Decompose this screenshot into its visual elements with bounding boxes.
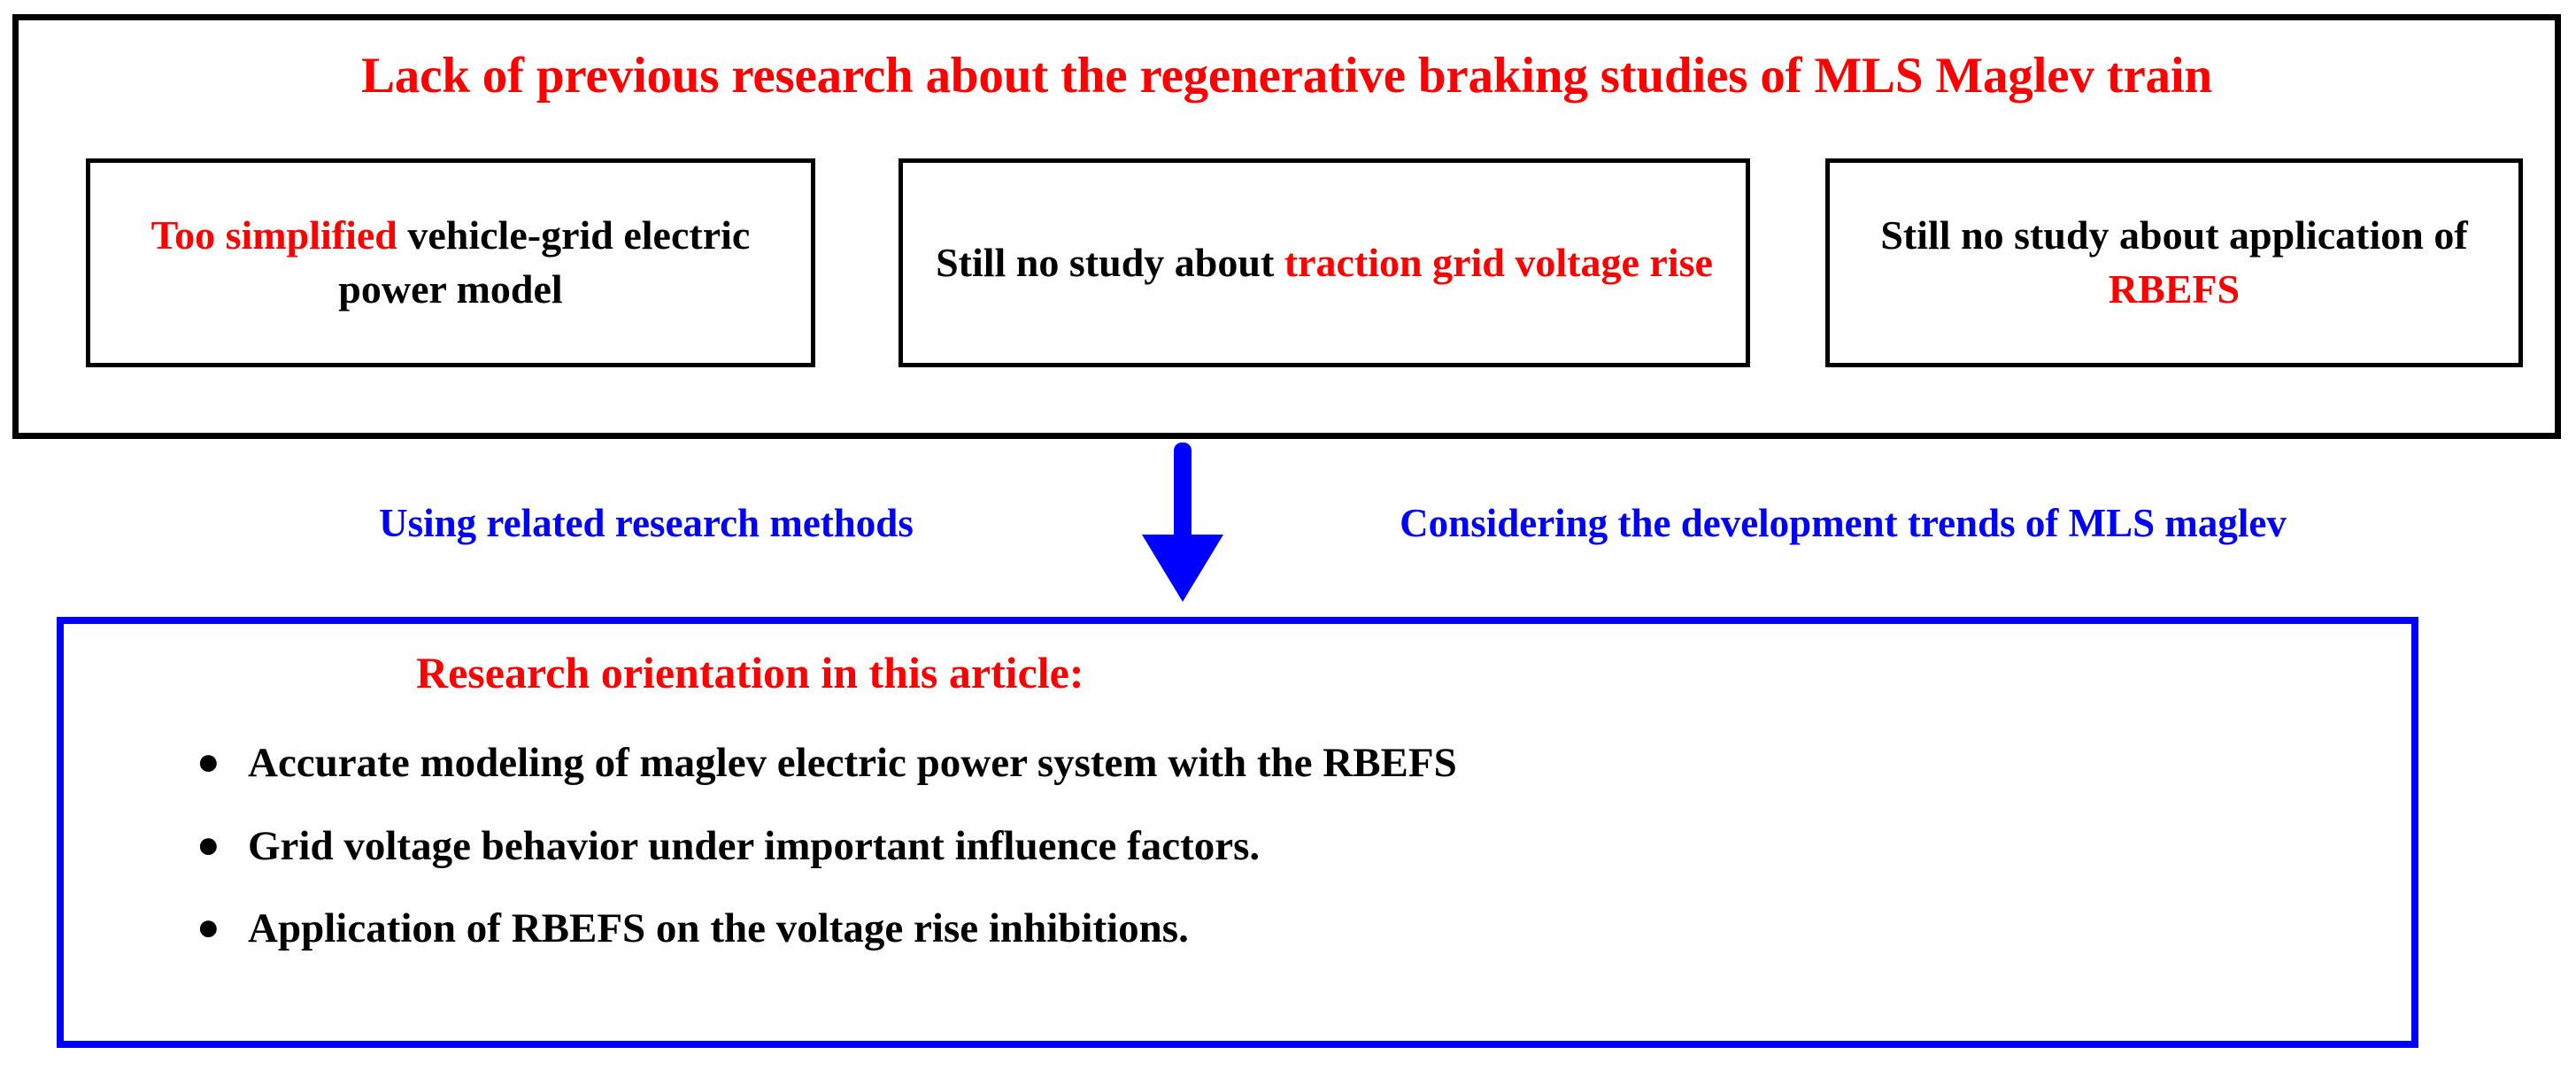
gap-box-lead: Still no study about	[936, 239, 1284, 285]
list-item: ● Application of RBEFS on the voltage ri…	[197, 905, 2321, 952]
research-orientation-bullet-list: ● Accurate modeling of maglev electric p…	[197, 740, 2321, 989]
research-gap-container: Lack of previous research about the rege…	[12, 14, 2561, 439]
gap-box-text: Still no study about traction grid volta…	[936, 236, 1713, 290]
list-item-label: Application of RBEFS on the voltage rise…	[248, 905, 1189, 952]
gap-box-application-of-rbefs: Still no study about application of RBEF…	[1825, 158, 2523, 367]
bullet-dot-icon: ●	[197, 740, 220, 783]
bullet-dot-icon: ●	[197, 822, 220, 866]
gap-box-traction-grid-voltage-rise: Still no study about traction grid volta…	[899, 158, 1750, 367]
research-gap-box-row: Too simplified vehicle-grid electric pow…	[19, 158, 2555, 371]
gap-box-too-simplified-model: Too simplified vehicle-grid electric pow…	[86, 158, 815, 367]
research-orientation-container: Research orientation in this article: ● …	[57, 617, 2418, 1048]
list-item-label: Accurate modeling of maglev electric pow…	[248, 740, 1457, 786]
gap-box-lead: Still no study about application of	[1880, 212, 2468, 258]
list-item: ● Grid voltage behavior under important …	[197, 822, 2321, 870]
research-gap-title: Lack of previous research about the rege…	[360, 48, 2213, 104]
gap-box-highlight: RBEFS	[2108, 266, 2241, 312]
gap-box-rest: vehicle-grid electric power model	[338, 212, 751, 312]
list-item: ● Accurate modeling of maglev electric p…	[197, 740, 2321, 787]
transition-caption-left: Using related research methods	[379, 501, 914, 545]
list-item-label: Grid voltage behavior under important in…	[248, 822, 1261, 869]
gap-box-highlight: traction grid voltage rise	[1284, 239, 1713, 285]
research-orientation-title: Research orientation in this article:	[416, 648, 1084, 697]
gap-box-highlight: Too simplified	[150, 212, 397, 258]
transition-caption-right: Considering the development trends of ML…	[1400, 501, 2287, 545]
down-arrow-icon	[1142, 443, 1223, 602]
gap-box-text: Too simplified vehicle-grid electric pow…	[103, 209, 798, 316]
gap-box-text: Still no study about application of RBEF…	[1842, 209, 2506, 316]
bullet-dot-icon: ●	[197, 905, 220, 950]
